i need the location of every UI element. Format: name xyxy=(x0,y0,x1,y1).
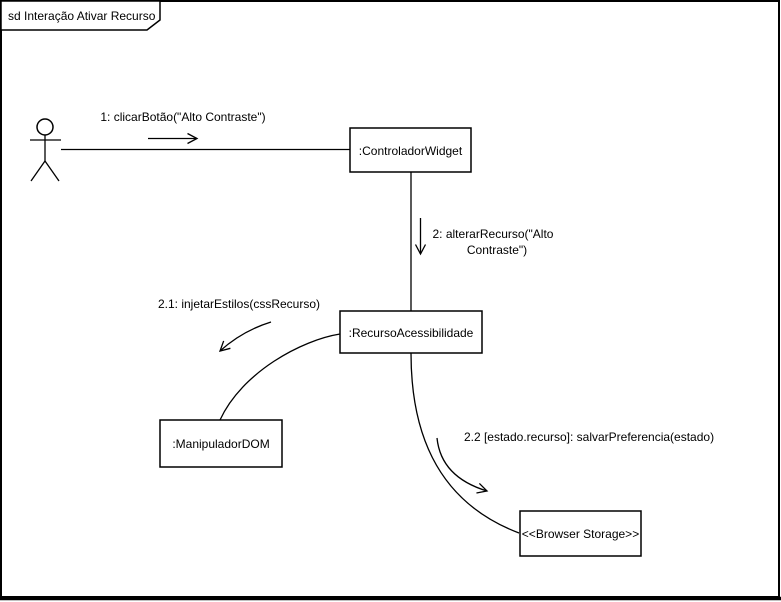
object-browser-storage-label: <<Browser Storage>> xyxy=(522,527,639,541)
frame-title: sd Interação Ativar Recurso xyxy=(8,9,156,23)
link-recurso-storage xyxy=(410,352,520,534)
message-2-2-direction-arrow xyxy=(436,437,489,494)
message-2-label-line2: Contraste") xyxy=(467,243,527,257)
message-1-label: 1: clicarBotão("Alto Contraste") xyxy=(100,110,265,124)
message-2-2-label: 2.2 [estado.recurso]: salvarPreferencia(… xyxy=(464,430,714,444)
actor-head xyxy=(36,118,54,136)
link-recurso-manipulador xyxy=(219,333,341,421)
object-manipulador-dom xyxy=(159,419,283,468)
actor-left-leg xyxy=(30,160,46,182)
actor-right-leg xyxy=(44,160,60,182)
actor-figure xyxy=(30,118,61,182)
object-recurso-acessibilidade xyxy=(339,310,483,354)
object-recurso-acessibilidade-label: :RecursoAcessibilidade xyxy=(349,326,474,340)
object-controlador-widget xyxy=(349,127,472,173)
object-controlador-widget-label: :ControladorWidget xyxy=(359,144,463,158)
message-2-1-direction-arrow xyxy=(218,321,272,352)
object-browser-storage xyxy=(519,510,642,557)
object-manipulador-dom-label: :ManipuladorDOM xyxy=(172,437,269,451)
message-2-label-line1: 2: alterarRecurso("Alto xyxy=(433,227,554,241)
frame-title-tab xyxy=(0,0,161,31)
message-2-1-label: 2.1: injetarEstilos(cssRecurso) xyxy=(158,297,320,311)
